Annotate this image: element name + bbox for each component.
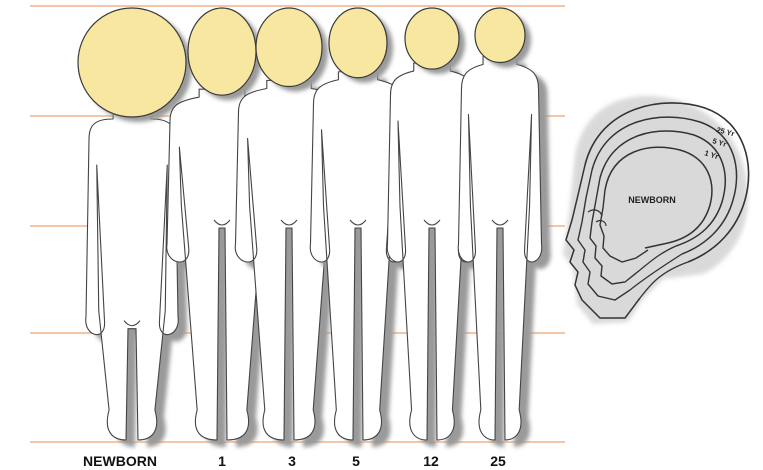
age-label-12: 12 xyxy=(423,453,439,469)
age-label-5: 5 xyxy=(352,453,360,469)
skull-growth-illustration: NEWBORN 25 Yr 5 Yr 1 Yr xyxy=(563,96,749,324)
figure-row xyxy=(78,8,551,447)
figure-head xyxy=(405,8,459,69)
age-label-1: 1 xyxy=(218,453,226,469)
figure-head xyxy=(188,8,256,95)
figure-head xyxy=(256,8,322,86)
age-label-newborn: NEWBORN xyxy=(83,453,157,469)
skull-label-newborn: NEWBORN xyxy=(628,195,676,205)
age-label-3: 3 xyxy=(288,453,296,469)
figure-25 xyxy=(458,8,551,447)
figure-head xyxy=(329,8,387,78)
figure-head xyxy=(475,8,525,63)
age-label-25: 25 xyxy=(490,453,506,469)
age-label-row: NEWBORN 1 3 5 12 25 xyxy=(83,453,506,469)
figure-head xyxy=(78,8,186,117)
